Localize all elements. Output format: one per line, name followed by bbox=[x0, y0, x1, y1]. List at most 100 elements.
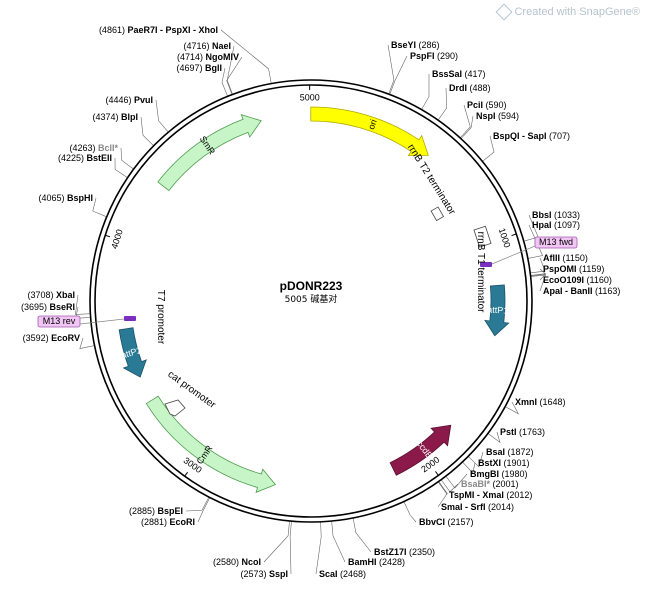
site-leader-tspmi-xmai bbox=[438, 481, 448, 496]
site-ecoo109i: EcoO109I (1160) bbox=[543, 275, 612, 285]
site-leader-pcii bbox=[459, 104, 471, 139]
site-leader-bspqi-sapi bbox=[482, 135, 495, 162]
site-leader-bsphi bbox=[92, 197, 107, 218]
site-position: (290) bbox=[437, 51, 458, 61]
site-name: EcoRV bbox=[51, 333, 80, 343]
site-leader-drdi bbox=[437, 87, 448, 121]
primer-box-m13-rev bbox=[37, 315, 81, 328]
site-position: (1160) bbox=[587, 275, 612, 285]
site-position: (4065) bbox=[38, 193, 64, 203]
site-leader-pspfi bbox=[389, 55, 408, 95]
site-leader-xbai bbox=[75, 294, 91, 315]
site-leader-bgli bbox=[221, 67, 228, 97]
site-bcli: (4263) BclI* bbox=[69, 143, 118, 153]
site-position: (1980) bbox=[502, 469, 528, 479]
feature-ccdb bbox=[389, 424, 452, 476]
site-position: (2885) bbox=[129, 506, 155, 516]
site-pspomi: PspOMI (1159) bbox=[543, 264, 604, 274]
site-psti: PstI (1763) bbox=[500, 427, 545, 437]
site-position: (1872) bbox=[508, 447, 534, 457]
site-position: (2012) bbox=[506, 490, 532, 500]
site-name: BssSaI bbox=[432, 69, 462, 79]
site-sspi: (2573) SspI bbox=[240, 569, 288, 579]
site-leader-naei bbox=[226, 45, 235, 95]
feature-label-attp1: attP1 bbox=[487, 305, 509, 316]
site-bspei: (2885) BspEI bbox=[129, 506, 183, 516]
site-position: (4861) bbox=[99, 25, 125, 35]
tick-mark-3000 bbox=[184, 471, 189, 477]
site-hpai: HpaI (1097) bbox=[532, 220, 580, 230]
tick-mark-2000 bbox=[435, 471, 439, 476]
site-name: TspMI - XmaI bbox=[449, 490, 504, 500]
site-blpi: (4374) BlpI bbox=[92, 112, 138, 122]
feature-cmr bbox=[145, 395, 277, 493]
site-position: (590) bbox=[486, 100, 507, 110]
site-position: (2001) bbox=[493, 479, 519, 489]
site-name: XbaI bbox=[56, 290, 75, 300]
primer-label-m13-fwd: M13 fwd bbox=[539, 237, 573, 247]
site-leader-ncoi bbox=[263, 520, 290, 563]
site-name: BstZ17I bbox=[374, 547, 407, 557]
site-apai-banii: ApaI - BanII (1163) bbox=[543, 286, 620, 296]
site-leader-ngomiv bbox=[226, 56, 243, 95]
site-leader-bstz17i bbox=[352, 517, 372, 553]
site-leader-paer7i-pspxi-xhoi bbox=[220, 29, 272, 84]
m13-fwd-site-marker bbox=[480, 262, 492, 267]
feature-attp2 bbox=[118, 327, 147, 378]
site-name: ScaI bbox=[319, 569, 338, 579]
site-position: (4446) bbox=[105, 95, 131, 105]
site-leader-bbvci bbox=[403, 501, 417, 523]
site-bmgbi: BmgBI (1980) bbox=[470, 469, 528, 479]
site-xmni: XmnI (1648) bbox=[515, 397, 566, 407]
site-position: (1648) bbox=[540, 397, 566, 407]
site-bseri: (3695) BseRI bbox=[21, 302, 75, 312]
site-bsteii: (4225) BstEII bbox=[58, 153, 112, 163]
site-leader-hpai bbox=[527, 224, 544, 259]
primer-box-m13-fwd bbox=[534, 236, 578, 249]
site-name: PspOMI bbox=[543, 264, 577, 274]
site-leader-nspi bbox=[460, 115, 474, 139]
plasmid-name: pDONR223 bbox=[280, 279, 343, 293]
site-name: SmaI - SrfI bbox=[441, 502, 486, 512]
site-position: (594) bbox=[498, 111, 519, 121]
rrnb-t1-terminator-box bbox=[473, 225, 492, 248]
site-name: ApaI - BanII bbox=[543, 286, 593, 296]
site-leader-bseyi bbox=[387, 44, 395, 95]
site-name: XmnI bbox=[515, 397, 537, 407]
site-position: (4716) bbox=[183, 41, 209, 51]
site-name: PspFI bbox=[410, 51, 435, 61]
site-position: (2881) bbox=[141, 517, 167, 527]
site-leaders bbox=[75, 29, 547, 575]
site-position: (1763) bbox=[519, 427, 545, 437]
site-position: (286) bbox=[419, 40, 440, 50]
site-position: (707) bbox=[549, 131, 570, 141]
backbone-inner-ring bbox=[94, 84, 528, 518]
site-leader-bsabi bbox=[440, 479, 459, 493]
site-pspfi: PspFI (290) bbox=[410, 51, 458, 61]
site-position: (1097) bbox=[554, 220, 580, 230]
site-name: HpaI bbox=[532, 220, 552, 230]
small-features bbox=[124, 206, 492, 417]
site-bbvci: BbvCI (2157) bbox=[419, 517, 474, 527]
site-name: PvuI bbox=[134, 95, 153, 105]
site-ecori: (2881) EcoRI bbox=[141, 517, 195, 527]
site-name: EcoRI bbox=[169, 517, 195, 527]
site-name: NaeI bbox=[212, 41, 231, 51]
site-bsssai: BssSaI (417) bbox=[432, 69, 486, 79]
feature-text-rrnb-t2-terminator: rrnB T2 terminator bbox=[405, 142, 458, 217]
site-name: BmgBI bbox=[470, 469, 499, 479]
site-name: BseRI bbox=[49, 302, 75, 312]
site-bsai: BsaI (1872) bbox=[486, 447, 534, 457]
site-leader-bspei bbox=[185, 496, 210, 512]
site-pvui: (4446) PvuI bbox=[105, 95, 153, 105]
site-position: (1163) bbox=[595, 286, 620, 296]
site-bgli: (4697) BglI bbox=[176, 63, 222, 73]
site-nspi: NspI (594) bbox=[476, 111, 519, 121]
site-name: BsaBI* bbox=[461, 479, 491, 489]
site-position: (1033) bbox=[554, 210, 580, 220]
m13-rev-leader bbox=[79, 318, 125, 325]
site-position: (2428) bbox=[379, 557, 405, 567]
site-name: DrdI bbox=[449, 83, 467, 93]
cat-promoter-arrow bbox=[164, 399, 186, 417]
